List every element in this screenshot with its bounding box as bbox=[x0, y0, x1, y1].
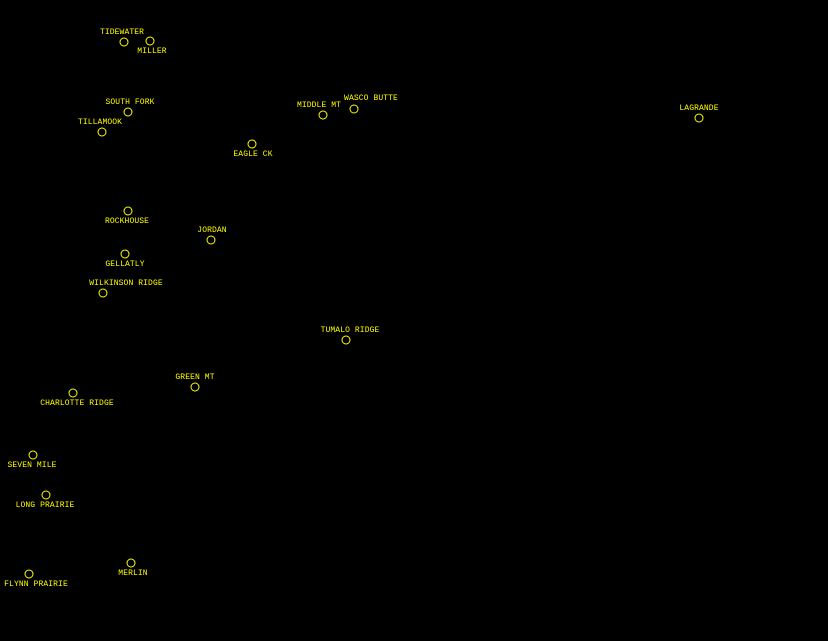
station-label-wasco-butte: WASCO BUTTE bbox=[344, 94, 398, 103]
station-label-tidewater: TIDEWATER bbox=[99, 28, 145, 37]
station-label-charlotte-ridge: CHARLOTTE RIDGE bbox=[40, 399, 114, 408]
station-marker-south-fork[interactable] bbox=[123, 107, 133, 117]
station-marker-charlotte-ridge[interactable] bbox=[68, 388, 78, 398]
station-label-lagrande: LAGRANDE bbox=[679, 104, 719, 113]
station-label-middle-mt: MIDDLE MT bbox=[296, 101, 342, 110]
station-marker-tillamook[interactable] bbox=[97, 127, 107, 137]
station-label-long-prairie: LONG PRAIRIE bbox=[15, 501, 75, 510]
station-marker-lagrande[interactable] bbox=[694, 113, 704, 123]
station-marker-wilkinson-ridge[interactable] bbox=[98, 288, 108, 298]
station-label-tumalo-ridge: TUMALO RIDGE bbox=[320, 326, 380, 335]
station-marker-long-prairie[interactable] bbox=[41, 490, 51, 500]
station-marker-rockhouse[interactable] bbox=[123, 206, 133, 216]
station-label-seven-mile: SEVEN MILE bbox=[7, 461, 57, 470]
station-label-gellatly: GELLATLY bbox=[105, 260, 145, 269]
station-marker-green-mt[interactable] bbox=[190, 382, 200, 392]
station-label-flynn-prairie: FLYNN PRAIRIE bbox=[4, 580, 68, 589]
station-label-tillamook: TILLAMOOK bbox=[77, 118, 123, 127]
station-marker-jordan[interactable] bbox=[206, 235, 216, 245]
station-marker-middle-mt[interactable] bbox=[318, 110, 328, 120]
station-label-wilkinson-ridge: WILKINSON RIDGE bbox=[89, 279, 163, 288]
station-label-jordan: JORDAN bbox=[197, 226, 227, 235]
station-marker-flynn-prairie[interactable] bbox=[24, 569, 34, 579]
station-marker-tidewater[interactable] bbox=[119, 37, 129, 47]
station-marker-gellatly[interactable] bbox=[120, 249, 130, 259]
station-label-south-fork: SOUTH FORK bbox=[105, 98, 155, 107]
station-marker-miller[interactable] bbox=[145, 36, 155, 46]
station-label-eagle-ck: EAGLE CK bbox=[233, 150, 273, 159]
station-marker-eagle-ck[interactable] bbox=[247, 139, 257, 149]
station-label-green-mt: GREEN MT bbox=[175, 373, 215, 382]
station-label-miller: MILLER bbox=[137, 47, 167, 56]
station-marker-tumalo-ridge[interactable] bbox=[341, 335, 351, 345]
station-label-merlin: MERLIN bbox=[118, 569, 148, 578]
station-label-rockhouse: ROCKHOUSE bbox=[104, 217, 150, 226]
station-marker-wasco-butte[interactable] bbox=[349, 104, 359, 114]
station-marker-seven-mile[interactable] bbox=[28, 450, 38, 460]
station-marker-merlin[interactable] bbox=[126, 558, 136, 568]
